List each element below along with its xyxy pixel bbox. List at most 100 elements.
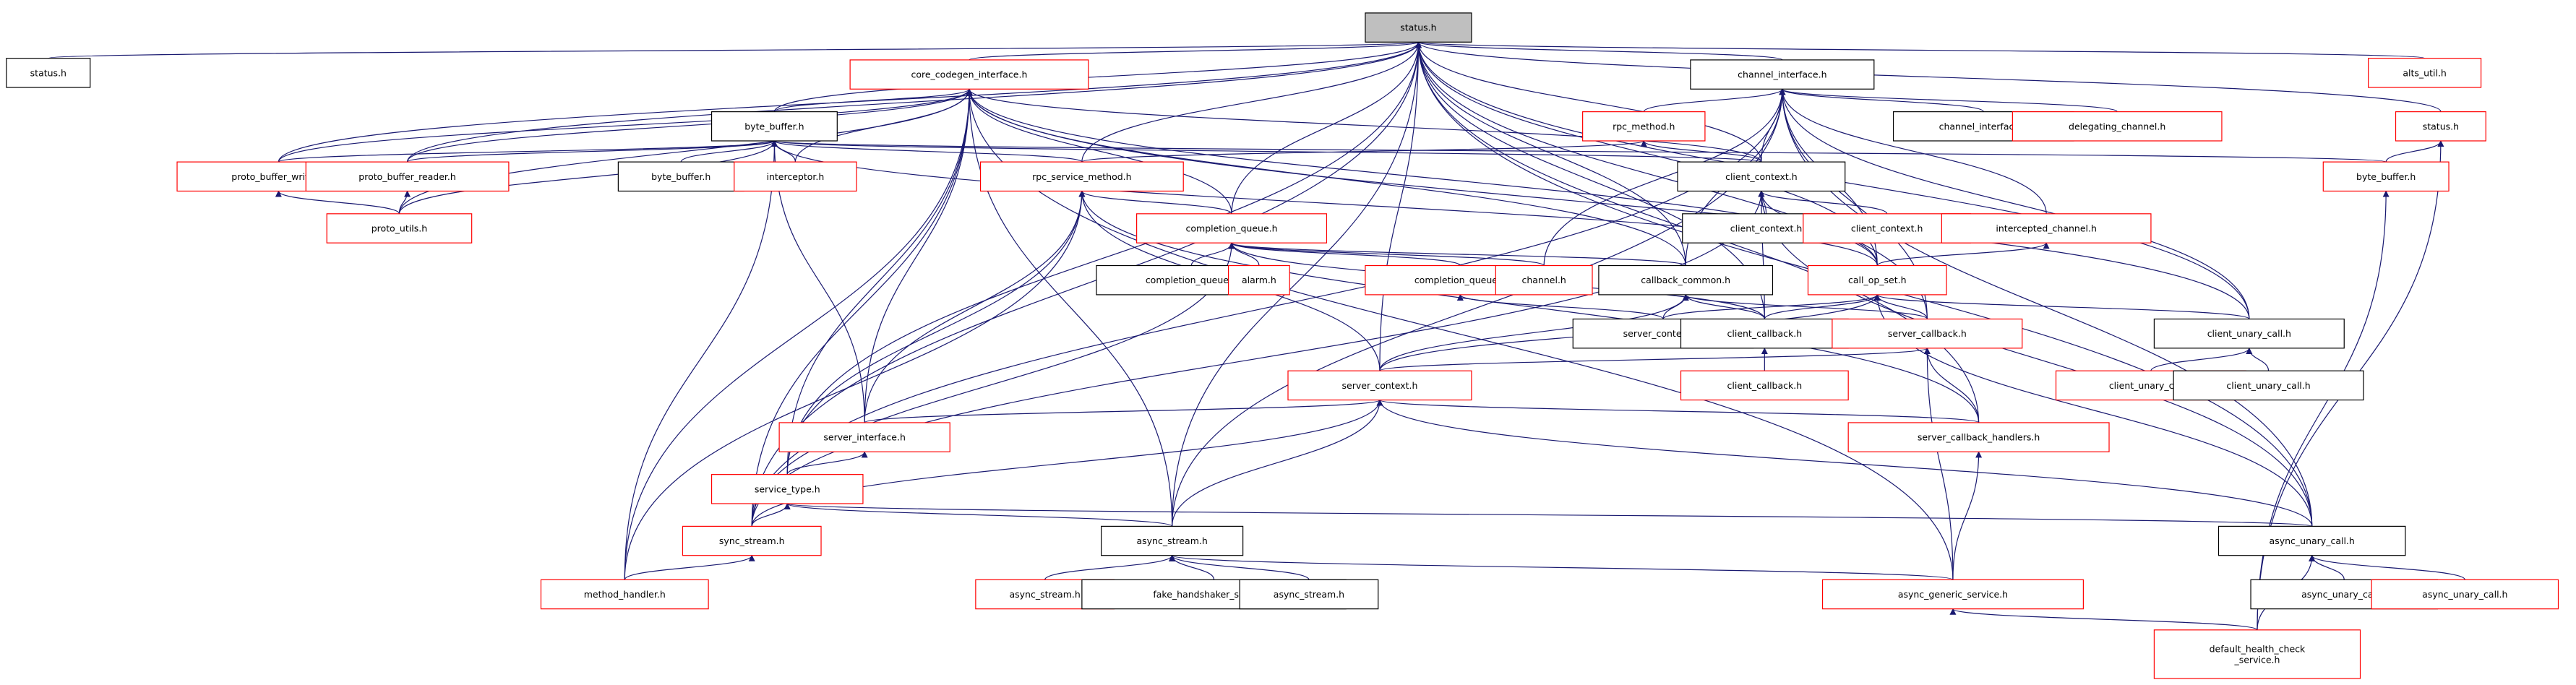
edge-client-unary-call-3-to-client-unary-call xyxy=(2246,347,2270,371)
node-label: server_context.h xyxy=(1342,380,1418,391)
node-byte-buffer-3[interactable]: byte_buffer.h xyxy=(2322,161,2450,192)
node-proto-utils[interactable]: proto_utils.h xyxy=(326,213,473,244)
node-client-callback: client_callback.h xyxy=(1680,318,1849,349)
node-core-codegen[interactable]: core_codegen_interface.h xyxy=(849,59,1089,90)
node-label: byte_buffer.h xyxy=(744,121,804,132)
node-alts-util[interactable]: alts_util.h xyxy=(2368,58,2482,88)
edge-async-generic-service-to-server-callback xyxy=(1923,347,1954,580)
node-label: async_unary_call.h xyxy=(2422,589,2507,600)
node-method-handler[interactable]: method_handler.h xyxy=(540,579,709,610)
node-label: default_health_check xyxy=(2210,643,2306,654)
edge-server-context-to-server-callback xyxy=(1379,347,1931,371)
node-completion-queue[interactable]: completion_queue.h xyxy=(1136,213,1328,244)
node-label: async_unary_call.h xyxy=(2270,535,2355,546)
node-box xyxy=(2217,525,2406,556)
node-box xyxy=(326,213,473,244)
node-label: proto_buffer_reader.h xyxy=(359,171,456,182)
node-server-context[interactable]: server_context.h xyxy=(1287,370,1472,401)
edge-async-generic-service-to-async-stream xyxy=(1169,554,1954,580)
node-label: call_op_set.h xyxy=(1848,275,1907,285)
node-interceptor[interactable]: interceptor.h xyxy=(734,161,857,192)
node-channel[interactable]: channel.h xyxy=(1495,264,1593,296)
edge-byte-buffer-3-to-byte-buffer xyxy=(772,140,2387,163)
edge-proto-buffer-writer-to-byte-buffer xyxy=(278,140,778,163)
node-box xyxy=(2153,629,2361,679)
node-sync-stream[interactable]: sync_stream.h xyxy=(682,525,822,556)
node-label: rpc_service_method.h xyxy=(1032,171,1131,182)
node-delegating-channel[interactable]: delegating_channel.h xyxy=(2012,111,2223,142)
edge-async-stream-to-channel-iface xyxy=(1172,88,1786,527)
node-box xyxy=(305,161,510,192)
node-async-unary-call-3[interactable]: async_unary_call.h xyxy=(2371,579,2559,610)
node-rpc-service-method[interactable]: rpc_service_method.h xyxy=(979,161,1184,192)
node-box xyxy=(710,474,864,504)
node-server-interface[interactable]: server_interface.h xyxy=(778,422,950,452)
node-label: byte_buffer.h xyxy=(2356,171,2416,182)
edge-async-unary-call-to-service-type xyxy=(784,503,2313,527)
node-label: method_handler.h xyxy=(584,589,666,600)
edge-server-context-to-status-h-root xyxy=(1379,41,1422,371)
edge-byte-buffer-3-to-status-h-b xyxy=(2385,140,2444,163)
node-server-callback[interactable]: server_callback.h xyxy=(1832,318,2023,349)
edge-server-context-cc-to-call-op-set xyxy=(1662,293,1881,320)
node-label: service_type.h xyxy=(755,483,820,494)
edge-completion-queue-to-rpc-service-method xyxy=(1078,190,1232,215)
node-intercepted-channel[interactable]: intercepted_channel.h xyxy=(1941,213,2152,244)
node-label: callback_common.h xyxy=(1641,275,1730,285)
edge-channel-iface-to-status-h-root xyxy=(1415,41,1783,61)
node-label: proto_buffer_writer.h xyxy=(231,171,325,182)
edge-client-unary-call-to-core-codegen xyxy=(966,88,2250,319)
node-default-health-check[interactable]: default_health_check_service.h xyxy=(2153,629,2361,679)
node-rpc-method[interactable]: rpc_method.h xyxy=(1582,111,1706,142)
node-status-h-b[interactable]: status.h xyxy=(2395,111,2486,142)
edge-rpc-service-method-to-byte-buffer xyxy=(771,140,1083,163)
edge-async-generic-service-to-server-callback-handlers xyxy=(1952,451,1983,580)
edge-rpc-method-to-channel-iface xyxy=(1643,88,1786,113)
node-proto-buffer-reader[interactable]: proto_buffer_reader.h xyxy=(305,161,510,192)
edge-async-stream-to-status-h-root xyxy=(1172,41,1422,527)
node-client-unary-call: client_unary_call.h xyxy=(2153,318,2345,349)
node-label: client_unary_call.h xyxy=(2109,380,2193,391)
node-box xyxy=(2368,58,2482,88)
node-label: completion_queue.h xyxy=(1414,275,1506,285)
node-box xyxy=(1807,264,1947,296)
edge-sync-stream-to-status-h-root xyxy=(751,41,1422,527)
edge-alts-util-to-status-h-root xyxy=(1415,41,2426,59)
edge-status-h-a-to-status-h-root xyxy=(48,41,1421,59)
node-box xyxy=(1941,213,2152,244)
node-label: channel_interface.h xyxy=(1939,121,2028,132)
node-box xyxy=(540,579,709,610)
node-box xyxy=(2012,111,2223,142)
node-byte-buffer-2: byte_buffer.h xyxy=(617,161,744,192)
node-box xyxy=(682,525,822,556)
edge-server-callback-handlers-to-server-context xyxy=(1376,399,1980,423)
node-call-op-set[interactable]: call_op_set.h xyxy=(1807,264,1947,296)
node-label: alarm.h xyxy=(1242,275,1276,285)
node-box xyxy=(1847,422,2110,452)
edge-server-interface-to-core-codegen xyxy=(864,88,973,423)
edge-proto-buffer-reader-to-byte-buffer xyxy=(406,140,778,163)
node-status-h-a: status.h xyxy=(6,58,91,88)
node-box xyxy=(1365,12,1472,43)
node-label: intercepted_channel.h xyxy=(1996,223,2096,234)
edge-core-codegen-to-status-h-root xyxy=(969,41,1422,61)
node-label: async_stream.h xyxy=(1136,535,1207,546)
node-service-type[interactable]: service_type.h xyxy=(710,474,864,504)
node-box xyxy=(1239,579,1379,610)
edge-server-interface-to-server-context xyxy=(864,399,1383,423)
edge-async-unary-call-to-server-context xyxy=(1376,399,2313,527)
node-async-generic-service[interactable]: async_generic_service.h xyxy=(1821,579,2084,610)
node-box xyxy=(1287,370,1472,401)
node-client-context: client_context.h xyxy=(1677,161,1846,192)
edge-proto-utils-to-proto-buffer-reader xyxy=(398,190,411,214)
edge-async-stream-to-core-codegen xyxy=(966,88,1173,527)
edge-callback-common-to-status-h-root xyxy=(1414,41,1686,266)
node-client-callback-2[interactable]: client_callback.h xyxy=(1680,370,1849,401)
node-server-callback-handlers[interactable]: server_callback_handlers.h xyxy=(1847,422,2110,452)
edge-fake-handshaker-to-async-stream xyxy=(1169,554,1215,580)
edge-server-callback-handlers-to-server-callback xyxy=(1923,347,1980,423)
node-client-unary-call-3: client_unary_call.h xyxy=(2173,370,2364,401)
edge-callback-common-to-completion-queue xyxy=(1228,242,1686,267)
node-alarm[interactable]: alarm.h xyxy=(1227,264,1290,296)
edge-client-unary-call-2-to-client-unary-call xyxy=(2150,347,2253,371)
